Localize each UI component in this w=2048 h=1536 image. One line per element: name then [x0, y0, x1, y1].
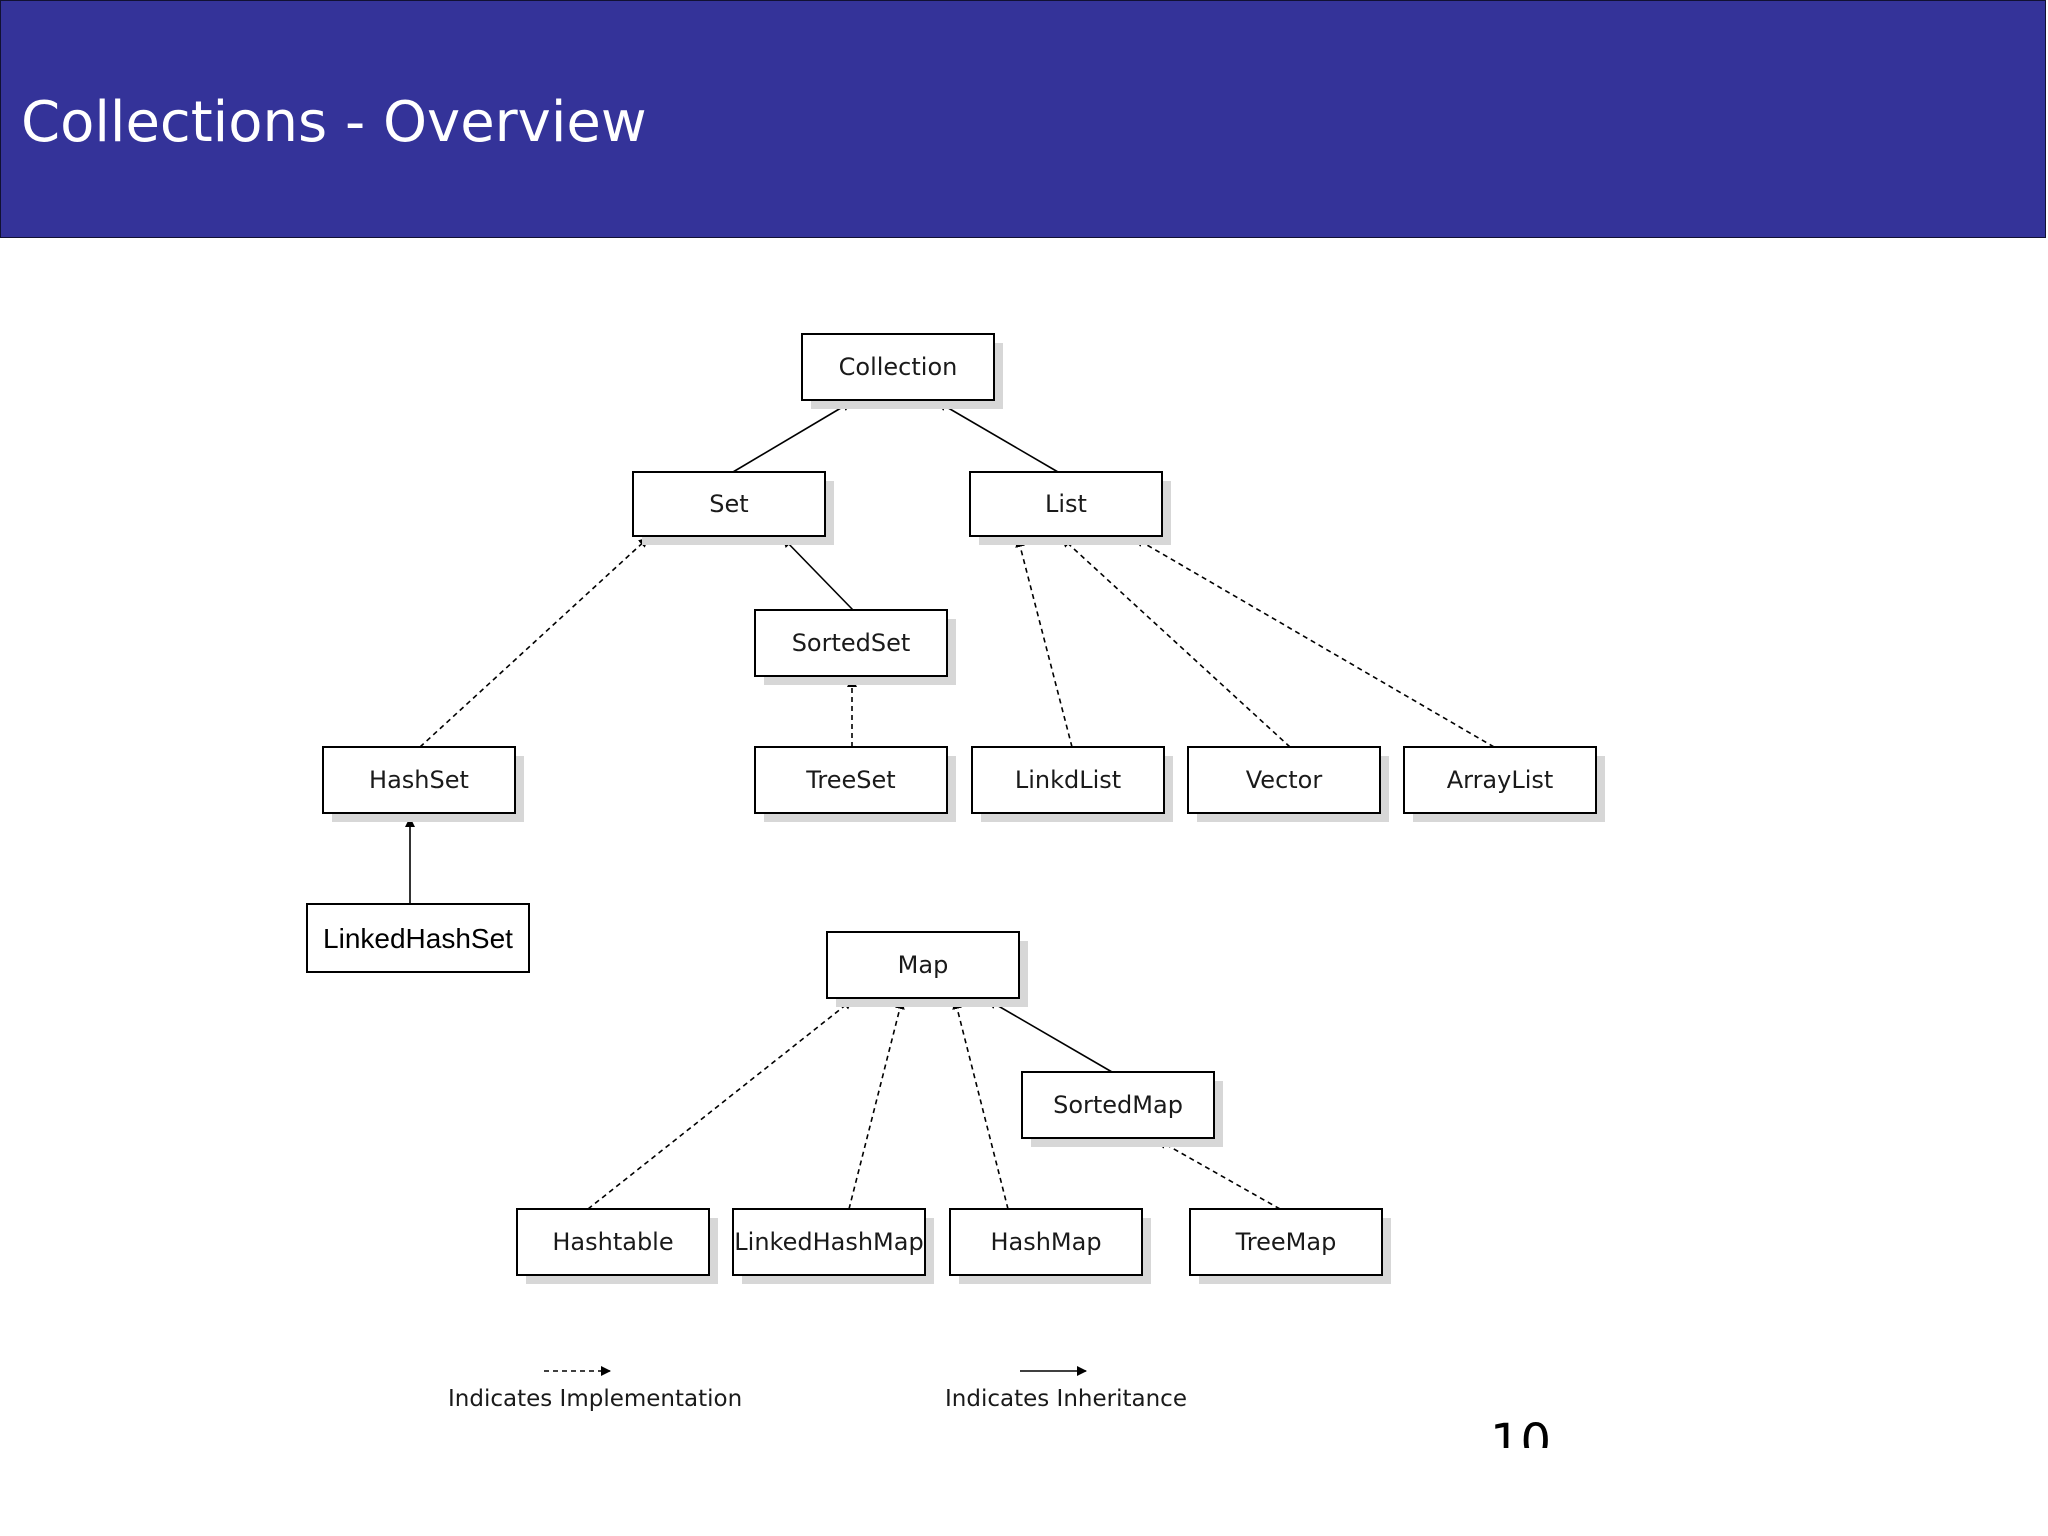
node-set: Set — [632, 471, 834, 545]
node-box — [1187, 746, 1381, 814]
edge-hashmap-to-map — [952, 999, 1009, 1210]
node-label-sortedmap: SortedMap — [1053, 1091, 1183, 1119]
node-hashtable: Hashtable — [516, 1208, 718, 1284]
node-hashset: HashSet — [322, 746, 524, 822]
node-box — [1021, 1071, 1215, 1139]
edge-set-to-collection — [732, 401, 852, 473]
node-label-treemap: TreeMap — [1235, 1228, 1337, 1256]
node-sortedmap: SortedMap — [1021, 1071, 1223, 1147]
node-box — [732, 1208, 926, 1276]
node-map: Map — [826, 931, 1028, 1007]
node-box — [306, 903, 530, 973]
node-box — [754, 746, 948, 814]
edges-layer — [405, 401, 1495, 1210]
edge-hashtable-to-map — [587, 999, 853, 1210]
node-box — [826, 931, 1020, 999]
node-label-list: List — [1045, 490, 1087, 518]
node-treeset: TreeSet — [754, 746, 956, 822]
edge-linkedhashmap-to-map — [848, 999, 905, 1210]
edge-list-to-collection — [937, 401, 1059, 473]
node-linkedhashset: LinkedHashSet — [306, 903, 530, 973]
node-linkdlist: LinkdList — [971, 746, 1173, 822]
node-linkedhashmap: LinkedHashMap — [732, 1208, 934, 1284]
page-number: 10 — [1490, 1418, 1552, 1448]
title-bar: Collections - Overview — [0, 0, 2046, 238]
legend-implementation-label: Indicates Implementation — [448, 1386, 742, 1412]
edge-sortedmap-to-map — [987, 999, 1113, 1073]
node-box — [801, 333, 995, 401]
node-label-linkdlist: LinkdList — [1015, 766, 1121, 794]
node-box — [1189, 1208, 1383, 1276]
node-collection: Collection — [801, 333, 1003, 409]
node-label-arraylist: ArrayList — [1447, 766, 1554, 794]
node-list: List — [969, 471, 1171, 545]
node-hashmap: HashMap — [949, 1208, 1151, 1284]
node-box — [754, 609, 948, 677]
node-box — [1403, 746, 1597, 814]
node-box — [516, 1208, 710, 1276]
node-treemap: TreeMap — [1189, 1208, 1391, 1284]
node-box — [322, 746, 516, 814]
node-box — [971, 746, 1165, 814]
node-label-collection: Collection — [839, 353, 958, 381]
node-label-sortedset: SortedSet — [792, 629, 911, 657]
edge-vector-to-list — [1061, 537, 1291, 748]
node-box — [632, 471, 826, 537]
node-label-hashmap: HashMap — [990, 1228, 1101, 1256]
node-label-treeset: TreeSet — [805, 766, 895, 794]
slide-title: Collections - Overview — [21, 90, 647, 155]
node-box — [949, 1208, 1143, 1276]
node-label-linkedhashset: LinkedHashSet — [323, 923, 513, 954]
edge-linkdlist-to-list — [1015, 537, 1073, 748]
node-vector: Vector — [1187, 746, 1389, 822]
node-label-hashtable: Hashtable — [552, 1228, 673, 1256]
edge-treemap-to-sortedmap — [1157, 1139, 1281, 1210]
node-label-set: Set — [709, 490, 748, 518]
node-sortedset: SortedSet — [754, 609, 956, 685]
edge-hashset-to-set — [419, 537, 649, 748]
node-box — [969, 471, 1163, 537]
node-arraylist: ArrayList — [1403, 746, 1605, 822]
edge-arraylist-to-list — [1134, 537, 1495, 748]
node-label-hashset: HashSet — [369, 766, 469, 794]
edge-sortedset-to-set — [782, 537, 854, 611]
node-label-vector: Vector — [1246, 766, 1323, 794]
legend: Indicates Implementation Indicates Inher… — [448, 1366, 1187, 1412]
node-label-linkedhashmap: LinkedHashMap — [734, 1228, 923, 1256]
legend-inheritance-label: Indicates Inheritance — [945, 1386, 1187, 1412]
node-label-map: Map — [898, 951, 949, 979]
